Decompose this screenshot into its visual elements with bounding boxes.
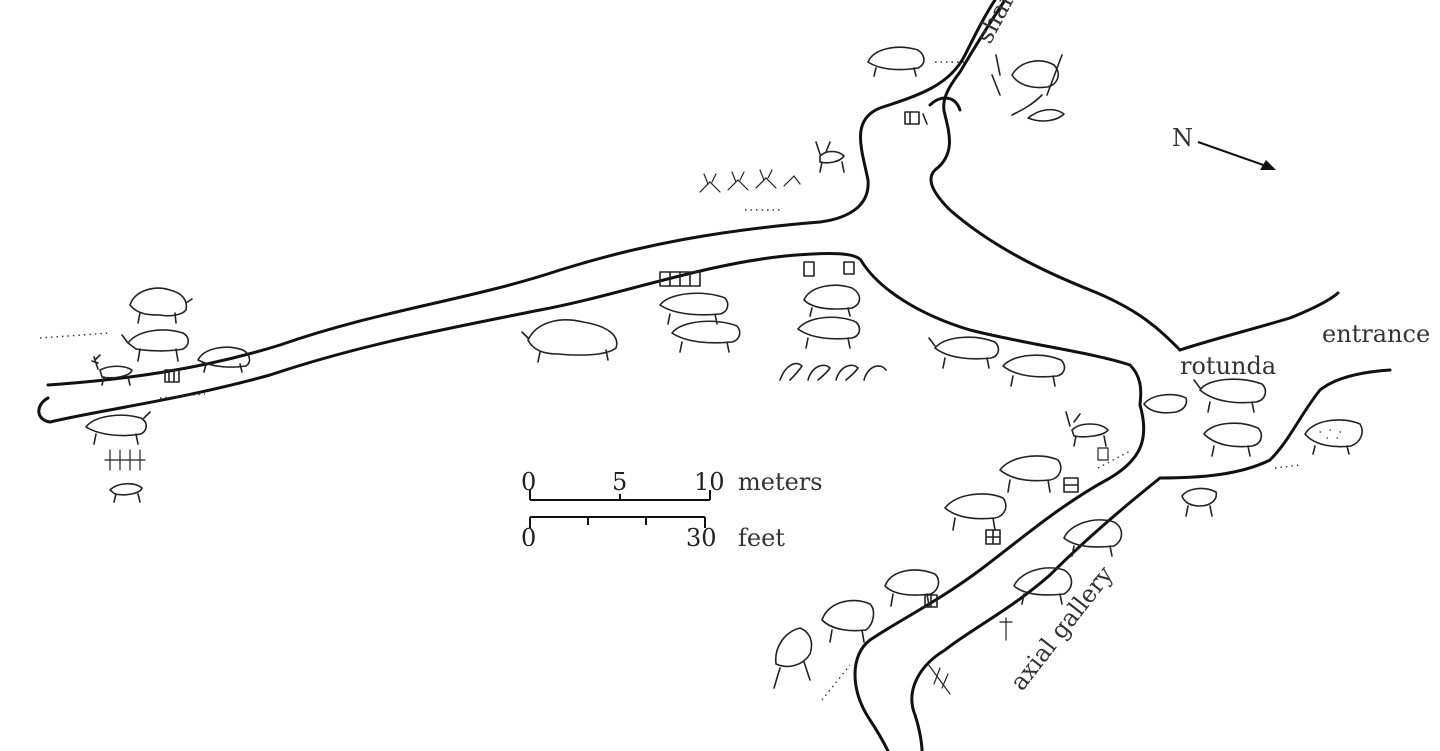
sign-figure	[803, 261, 855, 277]
bull-figure	[85, 411, 151, 445]
gallery-upper-wall	[46, 0, 997, 387]
horse-figure	[121, 329, 190, 362]
meters-tick-10: 10	[694, 468, 725, 496]
sign-figure	[1063, 477, 1079, 493]
bird-figure	[1027, 108, 1065, 122]
stags-row-figure	[699, 169, 801, 193]
bison-figure	[803, 284, 861, 317]
feet-bar	[529, 516, 706, 528]
scale-bar: 0 5 10 meters 0 30 feet	[521, 468, 823, 552]
rotunda-label: rotunda	[1180, 352, 1276, 380]
shaft-nook	[928, 96, 962, 112]
entrance-label: entrance	[1322, 320, 1430, 348]
dotted-markings	[39, 61, 1301, 701]
horse-figure	[659, 292, 729, 325]
axial-gallery-label: axial gallery	[1005, 560, 1119, 695]
horse-figure	[944, 493, 1007, 531]
north-label: N	[1172, 124, 1193, 152]
bison-figure	[1013, 567, 1073, 605]
shaft-right-wall	[929, 0, 1182, 352]
stag-figure	[91, 354, 133, 386]
bison-figure	[521, 319, 618, 363]
north-arrow: N	[1172, 124, 1276, 170]
meters-unit: meters	[738, 468, 823, 496]
sign-figure	[924, 594, 938, 608]
small-animal-figure	[109, 482, 143, 503]
horse-figure	[1143, 393, 1188, 414]
bison-figure	[129, 287, 193, 324]
horse-figure	[999, 455, 1062, 493]
cow-figure	[928, 336, 1000, 369]
entrance-lower-wall	[1158, 368, 1392, 480]
arrow-figure	[927, 663, 951, 695]
cave-walls	[37, 0, 1392, 751]
sign-figure	[164, 369, 180, 383]
feet-tick-0: 0	[521, 524, 536, 552]
stag-figure	[1065, 411, 1109, 447]
sign-figure	[904, 111, 928, 125]
man-and-bison-figure	[991, 54, 1063, 116]
arrow-figure	[999, 617, 1013, 641]
axial-right-wall	[910, 476, 1162, 751]
stag-figure	[815, 141, 845, 173]
meters-tick-5: 5	[612, 468, 627, 496]
north-arrow-line	[1197, 141, 1273, 169]
north-arrow-head	[1260, 160, 1276, 170]
bull-figure	[821, 599, 875, 643]
horse-figure	[671, 320, 741, 353]
arrows-figure	[104, 449, 146, 471]
entrance-upper-wall	[1178, 291, 1340, 352]
feet-tick-30: 30	[686, 524, 717, 552]
horse-figure	[773, 627, 813, 689]
axial-left-wall	[853, 403, 1146, 751]
cave-paintings	[85, 46, 1363, 695]
bison-figure	[1063, 519, 1123, 557]
ibex-row-figure	[779, 362, 887, 381]
spotted-animal-figure	[1304, 419, 1363, 455]
horse-figure	[884, 569, 940, 607]
cow-figure	[1002, 354, 1066, 387]
bull-figure	[1203, 422, 1263, 457]
small-animal-figure	[1181, 487, 1218, 517]
meters-bar	[529, 490, 711, 501]
bison-figure	[867, 46, 925, 77]
sign-figure	[1097, 447, 1109, 461]
feet-unit: feet	[738, 524, 785, 552]
bull-figure	[1193, 378, 1267, 413]
bison-figure	[197, 346, 251, 373]
meters-tick-0: 0	[521, 468, 536, 496]
sign-figure	[985, 529, 1001, 545]
sign-figure	[659, 271, 701, 287]
horse-figure	[797, 316, 861, 349]
gallery-lower-wall	[37, 252, 1143, 424]
